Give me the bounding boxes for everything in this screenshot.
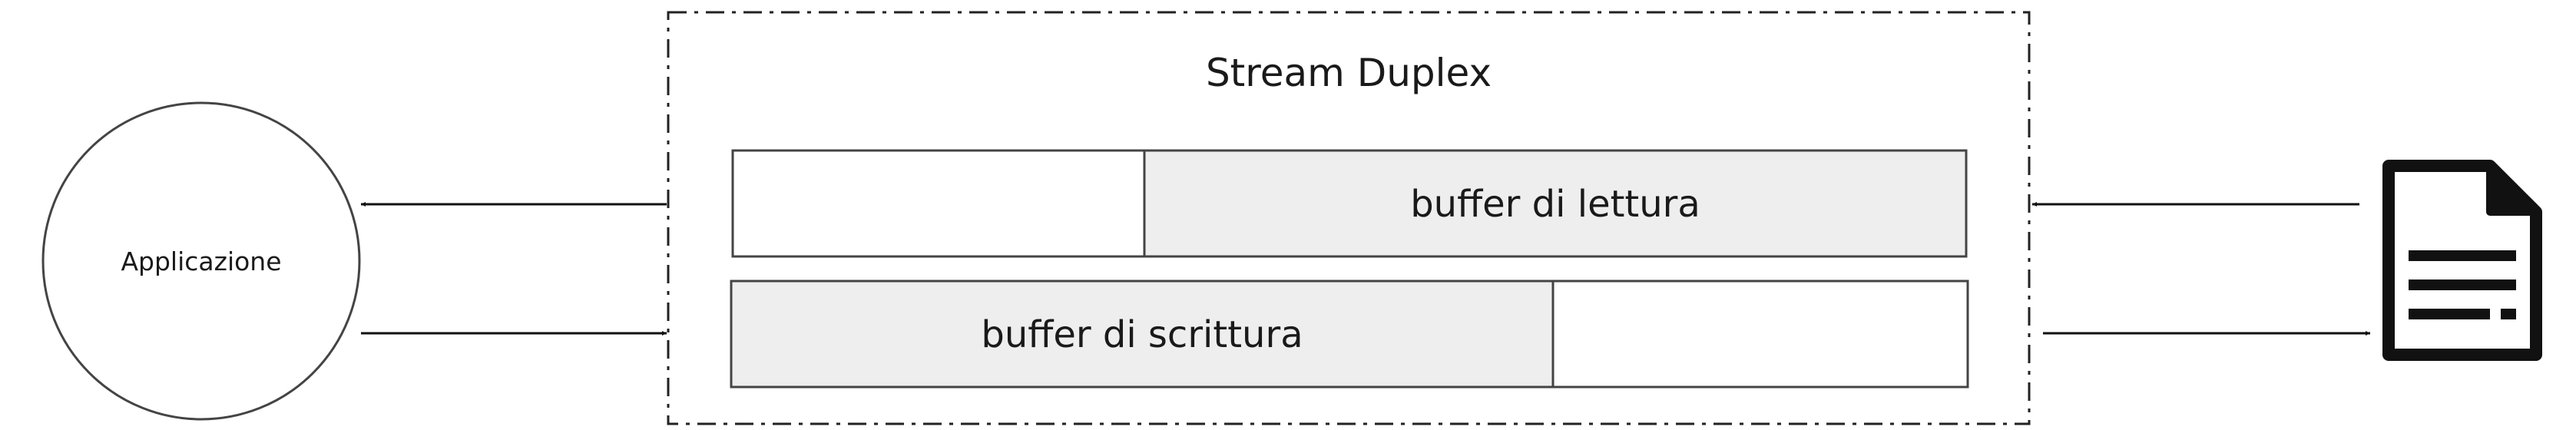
- read-buffer-label: buffer di lettura: [1410, 183, 1700, 226]
- stream-title: Stream Duplex: [1206, 51, 1492, 95]
- document-icon-line-1: [2409, 250, 2516, 261]
- stream-duplex-border: [667, 11, 2031, 425]
- document-icon-line-3: [2409, 309, 2490, 319]
- application-circle: [41, 101, 361, 421]
- read-buffer: buffer di lettura: [731, 149, 1968, 258]
- read-buffer-empty-segment: [731, 149, 1146, 258]
- document-icon-line-3-dot: [2501, 309, 2516, 319]
- write-buffer: buffer di scrittura: [730, 280, 1969, 389]
- document-icon-corner-fold: [2486, 162, 2540, 216]
- stream-duplex-container: Stream Duplex buffer di lettura buffer d…: [667, 11, 2031, 425]
- application-label: Applicazione: [121, 246, 281, 276]
- document-icon-line-2: [2409, 280, 2516, 290]
- write-buffer-label: buffer di scrittura: [981, 313, 1303, 356]
- document-icon: [2382, 160, 2542, 361]
- read-buffer-filled-segment: [1143, 149, 1968, 258]
- application-node: Applicazione: [41, 101, 361, 421]
- write-buffer-empty-segment: [1551, 280, 1969, 389]
